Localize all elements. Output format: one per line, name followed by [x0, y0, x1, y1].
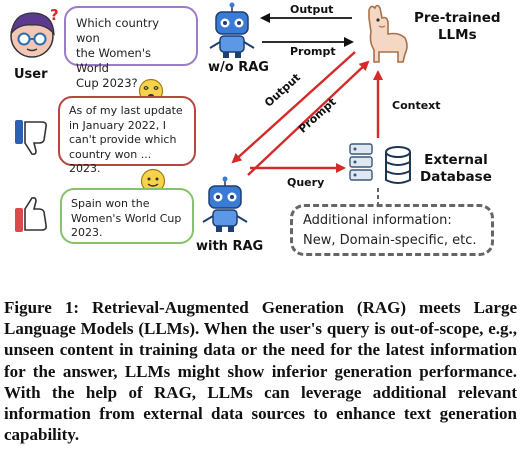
no-rag-answer-bubble: As of my last update in January 2022, I … [58, 96, 196, 175]
diag-prompt-arrow [247, 60, 370, 176]
database-icon [349, 143, 411, 184]
rag-answer-bubble: Spain won the Women's World Cup 2023. [60, 188, 194, 244]
thumbs-down-icon [15, 120, 47, 155]
figure-caption: Figure 1: Retrieval-Augmented Generation… [4, 298, 517, 445]
top-prompt-label: Prompt [290, 45, 336, 58]
with-rag-label: with RAG [196, 239, 264, 254]
diag-output-arrow [231, 51, 356, 164]
user-avatar-icon: ? [10, 6, 59, 58]
robot-with-rag-icon [202, 176, 248, 232]
llama-llm-icon [368, 4, 408, 63]
top-output-label: Output [290, 3, 334, 16]
context-label: Context [392, 99, 441, 112]
thumbs-up-icon [15, 197, 47, 232]
user-label: User [14, 67, 48, 82]
question-bubble: Which country won the Women's World Cup … [64, 6, 198, 90]
llm-label: Pre-trained LLMs [414, 10, 501, 43]
query-label: Query [287, 176, 325, 189]
database-label: External Database [420, 152, 492, 185]
without-rag-label: w/o RAG [208, 60, 269, 75]
external-info-box: Additional information: New, Domain-spec… [290, 204, 494, 256]
svg-text:?: ? [50, 6, 59, 24]
arrow-layer [231, 13, 383, 204]
robot-without-rag-icon [209, 2, 255, 58]
